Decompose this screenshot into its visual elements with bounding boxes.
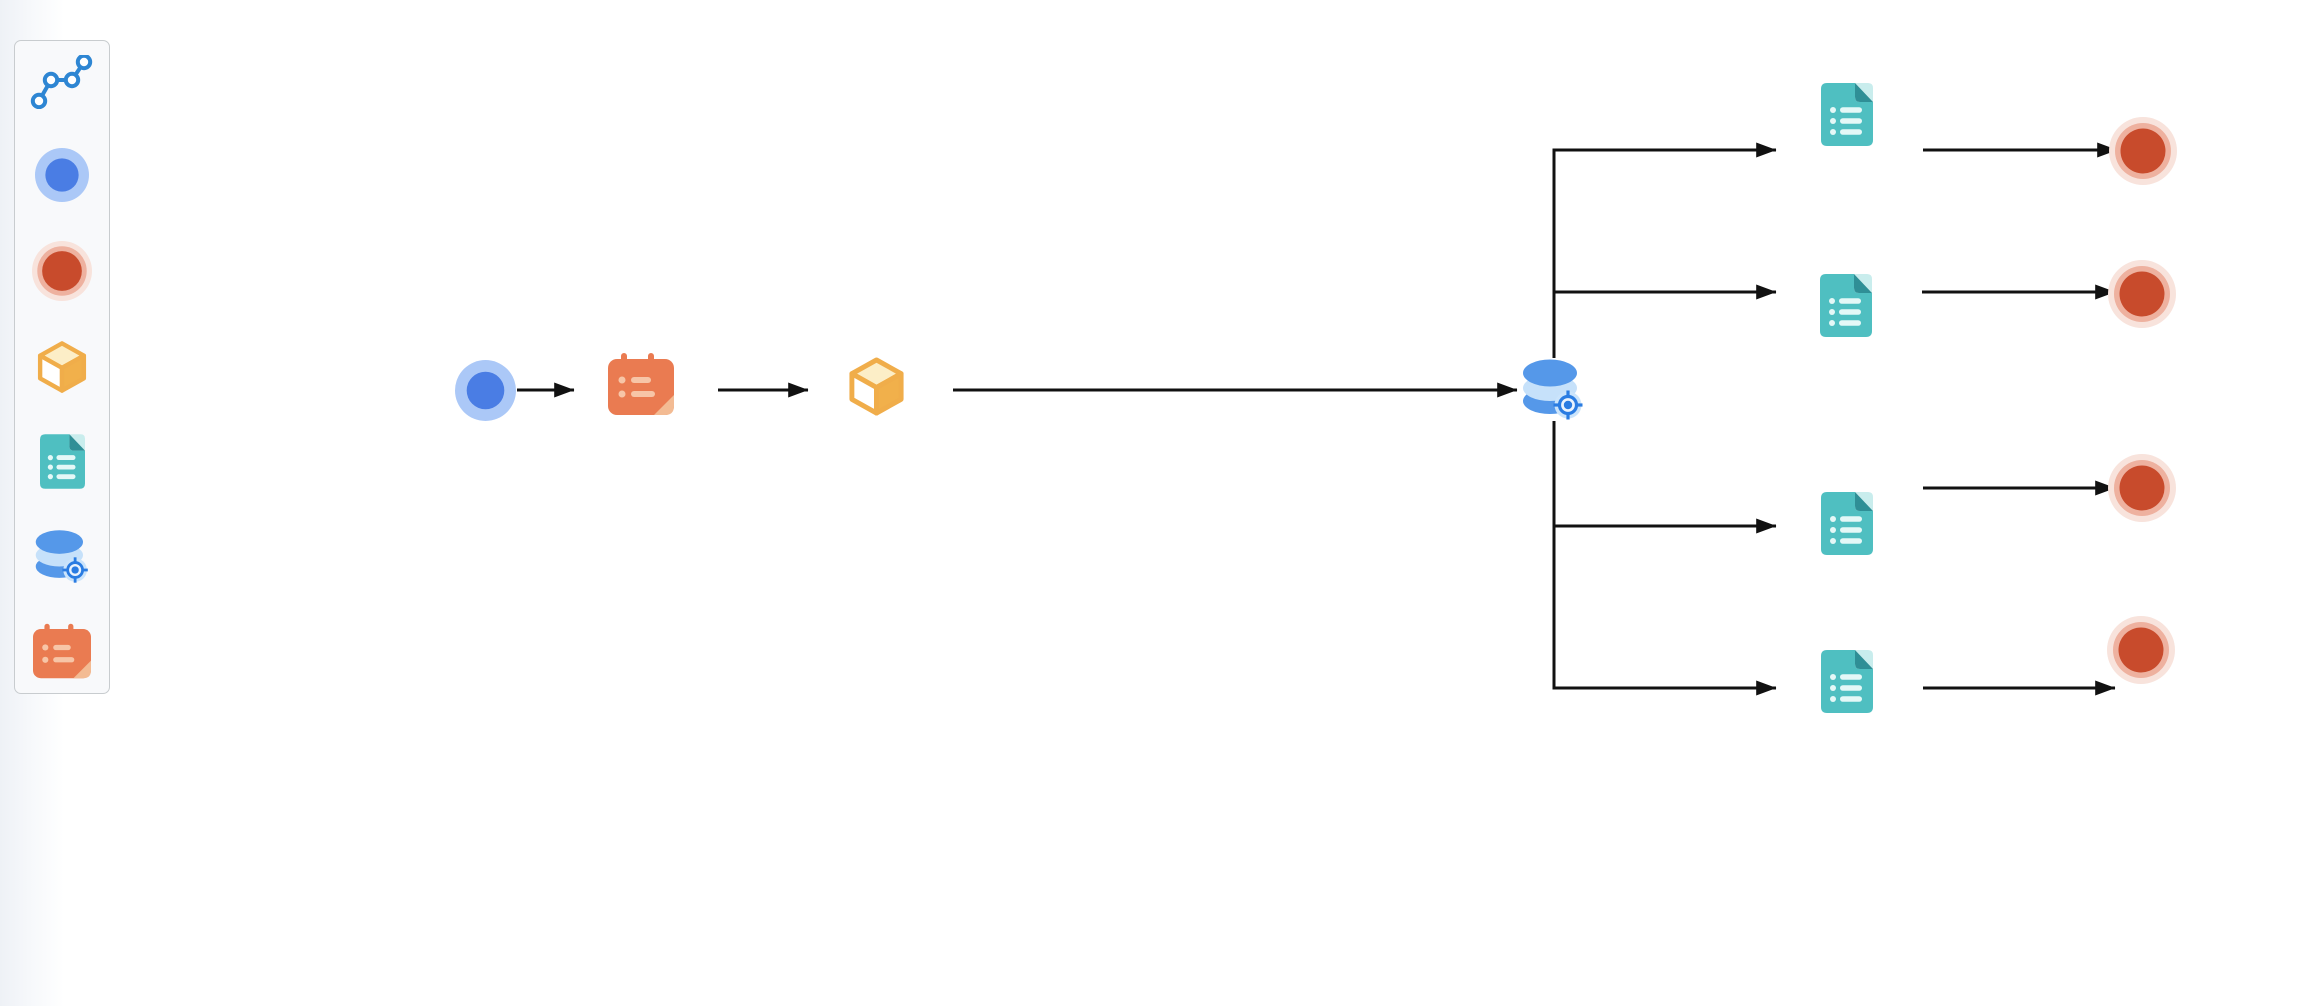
document-list-icon <box>1820 273 1872 337</box>
palette-item-process-box[interactable] <box>34 339 90 395</box>
process-cube-node[interactable] <box>845 355 908 418</box>
end-event-node-1[interactable] <box>2109 117 2177 185</box>
document-list-icon <box>1821 82 1873 146</box>
task-note-node[interactable] <box>608 353 674 415</box>
end-event-node-4[interactable] <box>2107 616 2175 684</box>
document-list-icon <box>39 434 85 490</box>
document-list-icon <box>1821 491 1873 555</box>
shape-palette <box>14 40 110 694</box>
palette-item-database[interactable] <box>33 528 91 584</box>
edge-database-to-document-4[interactable] <box>1552 421 1777 696</box>
cube-icon <box>848 356 904 416</box>
database-node[interactable] <box>1520 357 1586 421</box>
blue-circle-icon <box>35 147 89 202</box>
document-node-4[interactable] <box>1821 649 1873 713</box>
document-node-2[interactable] <box>1820 273 1872 337</box>
edges-group <box>517 142 2118 696</box>
palette-item-document[interactable] <box>39 434 85 490</box>
palette-item-end-event[interactable] <box>32 240 92 301</box>
document-node-1[interactable] <box>1821 82 1873 146</box>
document-node-3[interactable] <box>1821 491 1873 555</box>
document-list-icon <box>1821 649 1873 713</box>
polyline-chart-icon <box>30 55 93 109</box>
red-circle-icon <box>2107 616 2175 684</box>
red-circle-icon <box>2108 260 2176 328</box>
end-event-node-2[interactable] <box>2108 260 2176 328</box>
start-event-node[interactable] <box>454 359 516 421</box>
calendar-note-icon <box>608 353 674 415</box>
red-circle-icon <box>32 240 92 301</box>
edge-database-to-document-1[interactable] <box>1552 142 1777 358</box>
database-target-icon <box>1523 359 1583 420</box>
red-circle-icon <box>2108 454 2176 522</box>
calendar-note-icon <box>33 623 91 679</box>
red-circle-icon <box>2109 117 2177 185</box>
cube-icon <box>37 341 87 394</box>
palette-item-start-event[interactable] <box>35 147 89 202</box>
end-event-node-3[interactable] <box>2108 454 2176 522</box>
blue-circle-icon <box>454 359 516 421</box>
palette-item-task-note[interactable] <box>33 623 91 679</box>
palette-item-connector[interactable] <box>30 55 94 109</box>
database-target-icon <box>35 530 88 583</box>
